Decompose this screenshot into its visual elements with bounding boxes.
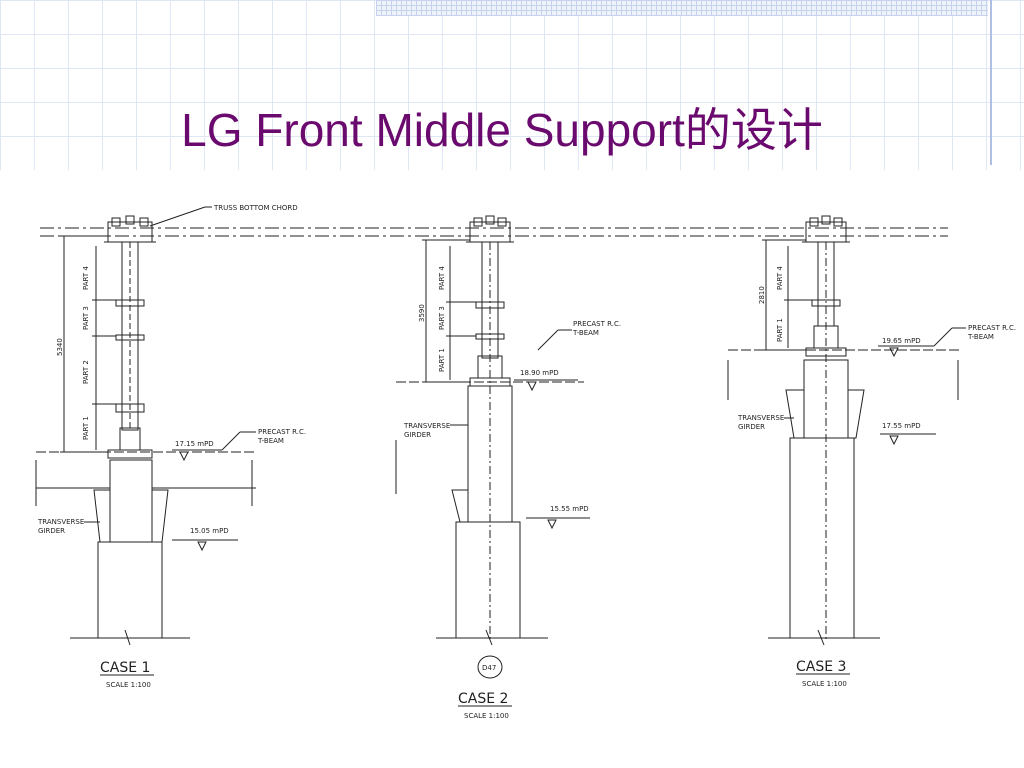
svg-text:GIRDER: GIRDER <box>38 527 65 535</box>
svg-text:PART 4: PART 4 <box>82 266 90 290</box>
background-grid <box>0 0 1024 170</box>
case3-dimension: 2810 <box>758 286 766 304</box>
svg-text:PART 2: PART 2 <box>82 360 90 384</box>
case2-dimension: 3590 <box>418 304 426 322</box>
case2-scale: SCALE 1:100 <box>464 712 509 720</box>
case3-label: CASE 3 <box>796 659 846 675</box>
case1-scale: SCALE 1:100 <box>106 681 151 689</box>
svg-text:TRANSVERSE: TRANSVERSE <box>37 518 84 526</box>
svg-text:PRECAST R.C.: PRECAST R.C. <box>968 324 1016 332</box>
svg-text:PART 4: PART 4 <box>438 266 446 290</box>
svg-text:PART 1: PART 1 <box>82 416 90 440</box>
svg-text:GIRDER: GIRDER <box>738 423 765 431</box>
slide-title: LG Front Middle Support的设计 <box>181 104 823 156</box>
case3-level-top: 19.65 mPD <box>882 337 921 345</box>
case-1-drawing: 5340 PART 4 PART 3 PART 2 PART 1 17.15 m… <box>35 215 306 689</box>
case1-level-bottom: 15.05 mPD <box>190 527 229 535</box>
case2-marker: D47 <box>482 664 496 672</box>
case2-level-bottom: 15.55 mPD <box>550 505 589 513</box>
engineering-drawing: TRUSS BOTTOM CHORD 5340 PART 4 PART 3 PA… <box>35 204 1016 720</box>
truss-bottom-chord: TRUSS BOTTOM CHORD <box>40 204 948 237</box>
case2-label: CASE 2 <box>458 691 508 707</box>
svg-text:PRECAST R.C.: PRECAST R.C. <box>573 320 621 328</box>
truss-label: TRUSS BOTTOM CHORD <box>213 204 298 212</box>
case1-level-top: 17.15 mPD <box>175 440 214 448</box>
case3-scale: SCALE 1:100 <box>802 680 847 688</box>
background-band <box>376 0 988 16</box>
svg-text:PART 3: PART 3 <box>82 306 90 330</box>
svg-text:PRECAST R.C.: PRECAST R.C. <box>258 428 306 436</box>
case1-dimension: 5340 <box>56 338 64 356</box>
svg-text:PART 4: PART 4 <box>776 266 784 290</box>
svg-text:T-BEAM: T-BEAM <box>257 437 284 445</box>
section-marker <box>477 655 503 679</box>
background-divider <box>990 0 992 165</box>
case3-level-bottom: 17.55 mPD <box>882 422 921 430</box>
svg-text:PART 3: PART 3 <box>438 306 446 330</box>
case-2-drawing: 3590 PART 4 PART 3 PART 1 18.90 mPD PREC… <box>395 215 621 720</box>
case1-label: CASE 1 <box>100 660 150 676</box>
case2-level-top: 18.90 mPD <box>520 369 559 377</box>
case-3-drawing: 2810 PART 4 PART 1 19.65 mPD PRECAST R.C… <box>727 215 1016 688</box>
svg-text:TRANSVERSE: TRANSVERSE <box>737 414 784 422</box>
svg-text:T-BEAM: T-BEAM <box>572 329 599 337</box>
svg-text:GIRDER: GIRDER <box>404 431 431 439</box>
svg-text:PART 1: PART 1 <box>438 348 446 372</box>
svg-text:PART 1: PART 1 <box>776 318 784 342</box>
svg-text:T-BEAM: T-BEAM <box>967 333 994 341</box>
svg-text:TRANSVERSE: TRANSVERSE <box>403 422 450 430</box>
